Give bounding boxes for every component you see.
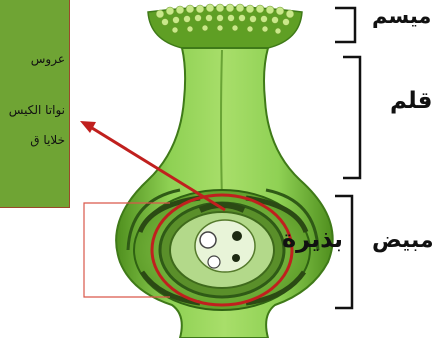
label-style: قلم — [390, 88, 433, 114]
annotation-line-2: نواتا الكيس — [9, 103, 65, 117]
ovule — [160, 203, 284, 297]
label-ovary: مبيض — [372, 228, 434, 253]
label-stigma: ميسم — [372, 4, 431, 28]
label-ovule: بذيرة — [282, 225, 343, 253]
stigma — [148, 4, 302, 48]
annotation-line-1: عروس — [31, 52, 65, 66]
annotation-line-3: خلايا ق — [30, 133, 65, 147]
annotation-box: عروس نواتا الكيس خلايا ق — [0, 0, 70, 208]
label-brackets — [335, 8, 360, 308]
